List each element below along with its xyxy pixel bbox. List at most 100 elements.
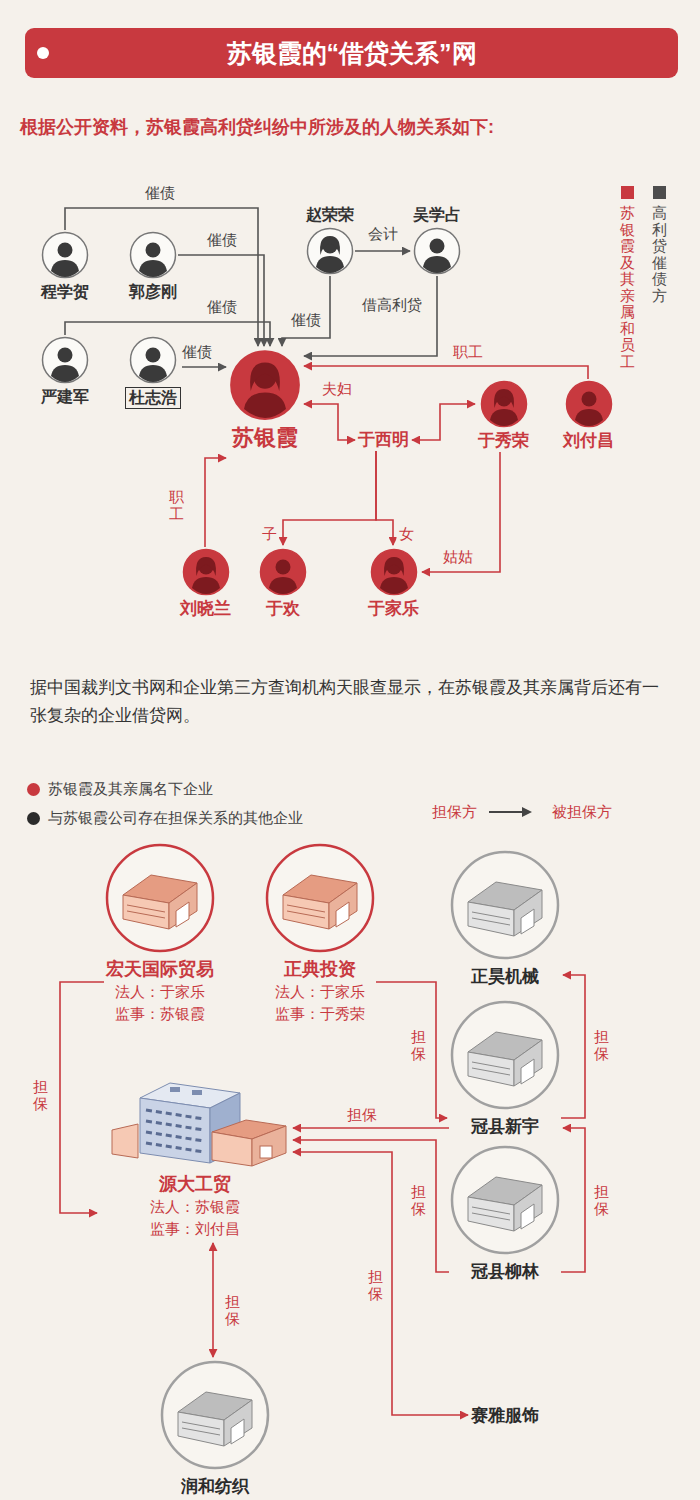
- svg-part: [380, 577, 408, 594]
- person-node: 于家乐: [368, 548, 419, 619]
- svg-part: [287, 905, 325, 918]
- svg-part: [196, 557, 216, 576]
- svg-part: [58, 243, 73, 258]
- svg-part: [514, 1185, 542, 1231]
- svg-part: [514, 1040, 542, 1086]
- person-icon: [41, 231, 89, 279]
- svg-part: [123, 895, 169, 929]
- svg-part: [244, 393, 286, 419]
- person-node: 刘晓兰: [180, 548, 231, 619]
- connector: [283, 451, 376, 545]
- legend-arrow-line: [489, 811, 524, 813]
- svg-part: [494, 389, 514, 408]
- svg-part: [276, 560, 291, 575]
- svg-part: [183, 550, 228, 595]
- person-icon: [41, 336, 89, 384]
- svg-part: [452, 852, 558, 958]
- svg-part: [160, 1360, 270, 1470]
- company-node: 赛雅服饰: [471, 1404, 539, 1427]
- svg-part: [575, 409, 603, 426]
- svg-part: [129, 336, 177, 384]
- svg-part: [182, 548, 230, 596]
- company-node: 冠县柳林: [450, 1145, 560, 1283]
- connector: [355, 250, 410, 252]
- svg-part: [521, 1204, 534, 1229]
- svg-part: [415, 229, 460, 274]
- connector: [60, 982, 104, 1213]
- svg-part: [139, 260, 167, 277]
- svg-part: [450, 1000, 560, 1110]
- company-name: 源大工贸: [159, 1173, 231, 1196]
- edge-label: 催债: [289, 310, 323, 330]
- connector: [212, 1243, 214, 1357]
- legend-text: 苏银霞及其亲属和员工: [620, 205, 635, 370]
- connector: [412, 404, 475, 440]
- svg-part: [212, 1132, 252, 1166]
- svg-part: [100, 1068, 290, 1168]
- svg-part: [452, 1147, 558, 1253]
- person-name: 苏银霞: [232, 424, 298, 452]
- company-name: 冠县柳林: [471, 1260, 539, 1283]
- person-node: 程学贺: [41, 231, 89, 302]
- edge-label: 催债: [205, 297, 239, 317]
- edge-label: 催债: [143, 183, 177, 203]
- legend-text: 与苏银霞公司存在担保关系的其他企业: [48, 808, 303, 828]
- svg-part: [468, 1197, 514, 1231]
- connector: [282, 276, 330, 346]
- svg-part: [250, 363, 280, 392]
- legend-swatch: [653, 186, 666, 199]
- svg-part: [51, 260, 79, 277]
- svg-part: [283, 895, 329, 929]
- note-text: 根据公开资料，苏银霞高利贷纠纷中所涉及的人物关系如下:: [20, 114, 680, 140]
- legend-text: 苏银霞及其亲属名下企业: [48, 779, 213, 799]
- svg-part: [306, 227, 354, 275]
- svg-part: [316, 256, 344, 273]
- person-icon: [565, 380, 613, 428]
- svg-part: [169, 883, 197, 929]
- svg-part: [131, 233, 176, 278]
- svg-part: [261, 550, 306, 595]
- building-illustration: [100, 1068, 290, 1168]
- company-role: 法人：于家乐: [275, 981, 365, 1003]
- person-node: 苏银霞: [229, 349, 301, 452]
- company-role: 监事：苏银霞: [115, 1003, 205, 1025]
- edge-label: 子: [260, 524, 279, 544]
- person-node: 严建军: [41, 336, 89, 407]
- company-node: 正典投资法人：于家乐监事：于秀荣: [265, 843, 375, 1025]
- svg-part: [146, 348, 161, 363]
- connector: [304, 404, 355, 440]
- svg-part: [267, 845, 373, 951]
- svg-part: [146, 1143, 204, 1152]
- svg-part: [131, 338, 176, 383]
- svg-part: [308, 229, 353, 274]
- svg-part: [231, 351, 299, 419]
- svg-part: [423, 256, 451, 273]
- svg-part: [581, 392, 596, 407]
- svg-part: [370, 548, 418, 596]
- svg-part: [490, 409, 518, 426]
- person-name: 于家乐: [368, 599, 419, 619]
- company-name: 宏天国际贸易: [106, 958, 214, 981]
- person-icon: [259, 548, 307, 596]
- edge-label: 会计: [366, 224, 400, 244]
- person-node: 刘付昌: [563, 380, 614, 451]
- company-node: 润和纺织: [160, 1360, 270, 1498]
- connector: [304, 366, 588, 379]
- person-name: 杜志浩: [125, 387, 181, 409]
- legend-text: 高利贷催债方: [652, 205, 667, 304]
- title-text: 苏银霞的“借贷关系”网: [25, 28, 678, 78]
- company-node: 源大工贸法人：苏银霞监事：刘付昌: [100, 1068, 290, 1240]
- company-role: 监事：于秀荣: [275, 1003, 365, 1025]
- factory-icon: [265, 843, 375, 953]
- svg-part: [384, 557, 404, 576]
- legend-swatch: [27, 783, 40, 796]
- person-name: 严建军: [41, 387, 89, 407]
- svg-part: [472, 1207, 510, 1220]
- company-node: 宏天国际贸易法人：于家乐监事：苏银霞: [105, 843, 215, 1025]
- svg-part: [127, 905, 165, 918]
- connector: [304, 276, 437, 356]
- svg-part: [329, 883, 357, 929]
- svg-part: [139, 365, 167, 382]
- svg-part: [521, 1059, 534, 1084]
- connector: [376, 982, 447, 1118]
